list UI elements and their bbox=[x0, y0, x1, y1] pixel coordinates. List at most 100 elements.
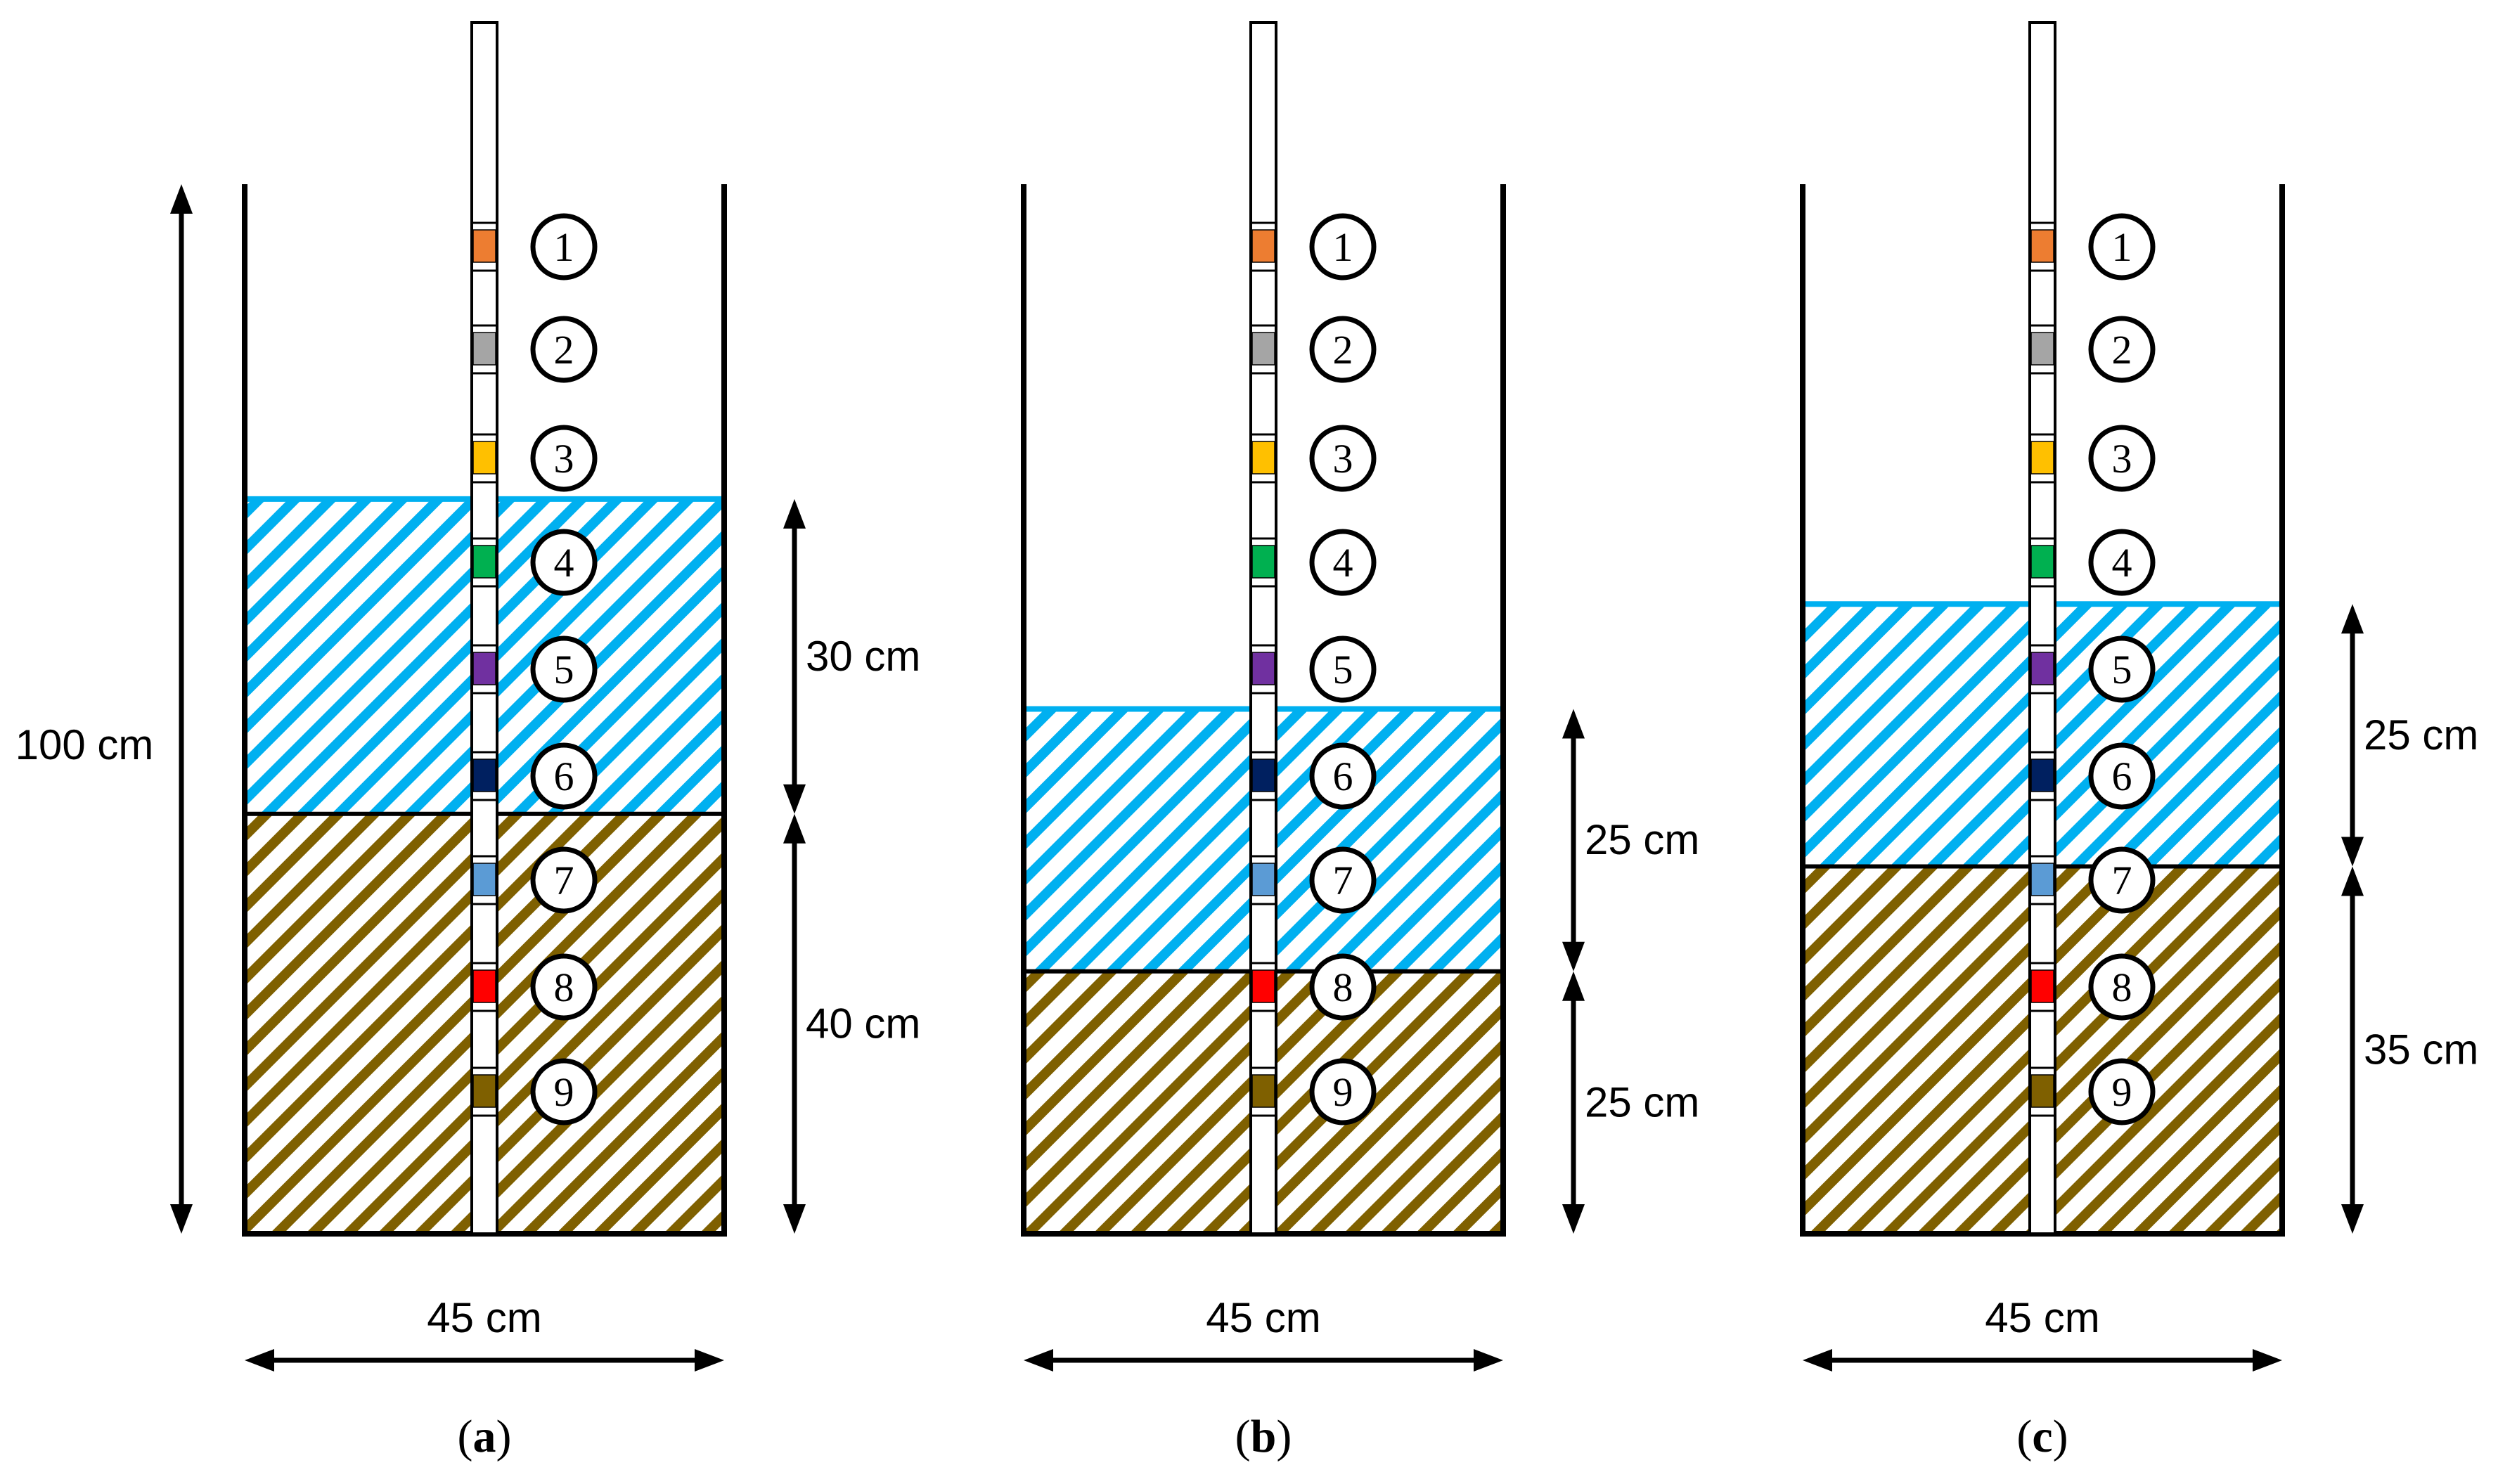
caption-letter: b bbox=[1251, 1411, 1277, 1462]
sensor-8-number: 8 bbox=[2112, 964, 2132, 1010]
width-label: 45 cm bbox=[1985, 1294, 2099, 1341]
width-arrow-head-start bbox=[1803, 1349, 1832, 1372]
panel-caption: (a) bbox=[458, 1411, 512, 1462]
sensor-6-badge bbox=[530, 742, 598, 810]
sediment-depth-arrow-head-end bbox=[2341, 1204, 2364, 1234]
sensor-2-number: 2 bbox=[1333, 327, 1353, 373]
sensor-9-marker bbox=[2030, 1074, 2054, 1108]
sensor-3-marker bbox=[1251, 441, 1275, 475]
water-depth-label: 30 cm bbox=[806, 633, 920, 680]
sensor-1-marker bbox=[1251, 229, 1275, 263]
sediment-depth-arrow bbox=[2341, 866, 2364, 1234]
sensor-4-badge bbox=[2088, 529, 2156, 596]
sensor-5-badge bbox=[2088, 635, 2156, 703]
water-depth-label: 25 cm bbox=[1585, 816, 1699, 863]
water-depth-arrow-head-end bbox=[783, 784, 806, 814]
sensor-8-badge bbox=[530, 953, 598, 1021]
sensor-2-badge bbox=[2088, 316, 2156, 383]
total-height-label: 100 cm bbox=[15, 721, 154, 768]
sensor-3-number: 3 bbox=[1333, 436, 1353, 482]
sensor-8-marker bbox=[2030, 969, 2054, 1003]
sensor-4-number: 4 bbox=[2112, 540, 2132, 586]
sensor-2-marker bbox=[472, 332, 496, 366]
total-height-arrow-head-start bbox=[170, 184, 193, 214]
sensor-1-badge bbox=[1309, 213, 1377, 280]
sensor-2-badge bbox=[1309, 316, 1377, 383]
sensor-7-marker bbox=[472, 863, 496, 896]
sensor-1-number: 1 bbox=[1333, 224, 1353, 270]
sensor-3-number: 3 bbox=[2112, 436, 2132, 482]
sensor-2-number: 2 bbox=[554, 327, 574, 373]
sensor-5-badge bbox=[530, 635, 598, 703]
sensor-4-marker bbox=[2030, 545, 2054, 579]
probe-tube bbox=[1249, 21, 1277, 1235]
sensor-6-badge bbox=[1309, 742, 1377, 810]
sensor-1-badge bbox=[530, 213, 598, 280]
sensor-5-number: 5 bbox=[1333, 647, 1353, 692]
sensor-8-badge bbox=[2088, 953, 2156, 1021]
sensor-8-marker bbox=[1251, 969, 1275, 1003]
sensor-8-badge bbox=[1309, 953, 1377, 1021]
sediment-depth-arrow-head-start bbox=[1562, 971, 1585, 1001]
water-depth-arrow-head-end bbox=[1562, 941, 1585, 972]
sediment-depth-label: 40 cm bbox=[806, 1000, 920, 1047]
sediment-depth-arrow-head-end bbox=[1562, 1204, 1585, 1234]
sensor-6-number: 6 bbox=[554, 754, 574, 799]
sensor-9-badge bbox=[530, 1058, 598, 1125]
sensor-6-number: 6 bbox=[1333, 754, 1353, 799]
sensor-9-marker bbox=[472, 1074, 496, 1108]
sediment-depth-arrow-head-start bbox=[783, 813, 806, 844]
sensor-7-badge bbox=[1309, 846, 1377, 914]
sensor-4-number: 4 bbox=[1333, 540, 1353, 586]
sensor-3-marker bbox=[472, 441, 496, 475]
water-depth-arrow-head-end bbox=[2341, 837, 2364, 867]
sensor-5-badge bbox=[1309, 635, 1377, 703]
caption-letter: c bbox=[2032, 1411, 2052, 1462]
water-depth-arrow-head-start bbox=[2341, 604, 2364, 634]
probe-tube bbox=[470, 21, 498, 1235]
width-arrow-head-start bbox=[1024, 1349, 1053, 1372]
sensor-9-number: 9 bbox=[554, 1069, 574, 1115]
width-arrow bbox=[245, 1349, 724, 1372]
water-depth-arrow bbox=[2341, 604, 2364, 867]
sensor-2-marker bbox=[2030, 332, 2054, 366]
probe-tube bbox=[2028, 21, 2056, 1235]
sensor-9-badge bbox=[2088, 1058, 2156, 1125]
total-height-arrow bbox=[170, 184, 193, 1234]
width-arrow bbox=[1024, 1349, 1503, 1372]
sensor-3-number: 3 bbox=[554, 436, 574, 482]
sediment-depth-arrow-head-end bbox=[783, 1204, 806, 1234]
water-depth-arrow bbox=[783, 498, 806, 814]
width-arrow-head-end bbox=[695, 1349, 724, 1372]
sediment-depth-arrow bbox=[783, 813, 806, 1234]
sensor-9-marker bbox=[1251, 1074, 1275, 1108]
width-arrow-head-start bbox=[245, 1349, 274, 1372]
sensor-1-badge bbox=[2088, 213, 2156, 280]
sensor-6-badge bbox=[2088, 742, 2156, 810]
sensor-4-badge bbox=[1309, 529, 1377, 596]
water-depth-arrow-head-start bbox=[1562, 709, 1585, 739]
sensor-6-marker bbox=[472, 759, 496, 792]
sensor-5-marker bbox=[472, 652, 496, 685]
sediment-depth-arrow bbox=[1562, 971, 1585, 1234]
sensor-3-marker bbox=[2030, 441, 2054, 475]
sensor-7-number: 7 bbox=[554, 858, 574, 903]
sensor-2-number: 2 bbox=[2112, 327, 2132, 373]
total-height-arrow-head-end bbox=[170, 1204, 193, 1234]
sensor-8-number: 8 bbox=[1333, 964, 1353, 1010]
caption-letter: a bbox=[473, 1411, 496, 1462]
water-depth-arrow bbox=[1562, 709, 1585, 972]
sensor-7-badge bbox=[2088, 846, 2156, 914]
sensor-7-badge bbox=[530, 846, 598, 914]
width-arrow-head-end bbox=[2253, 1349, 2282, 1372]
sensor-7-marker bbox=[1251, 863, 1275, 896]
water-depth-label: 25 cm bbox=[2364, 711, 2478, 759]
width-arrow bbox=[1803, 1349, 2282, 1372]
sensor-3-badge bbox=[530, 425, 598, 492]
sensor-4-marker bbox=[472, 545, 496, 579]
sediment-depth-label: 25 cm bbox=[1585, 1078, 1699, 1125]
sensor-7-marker bbox=[2030, 863, 2054, 896]
